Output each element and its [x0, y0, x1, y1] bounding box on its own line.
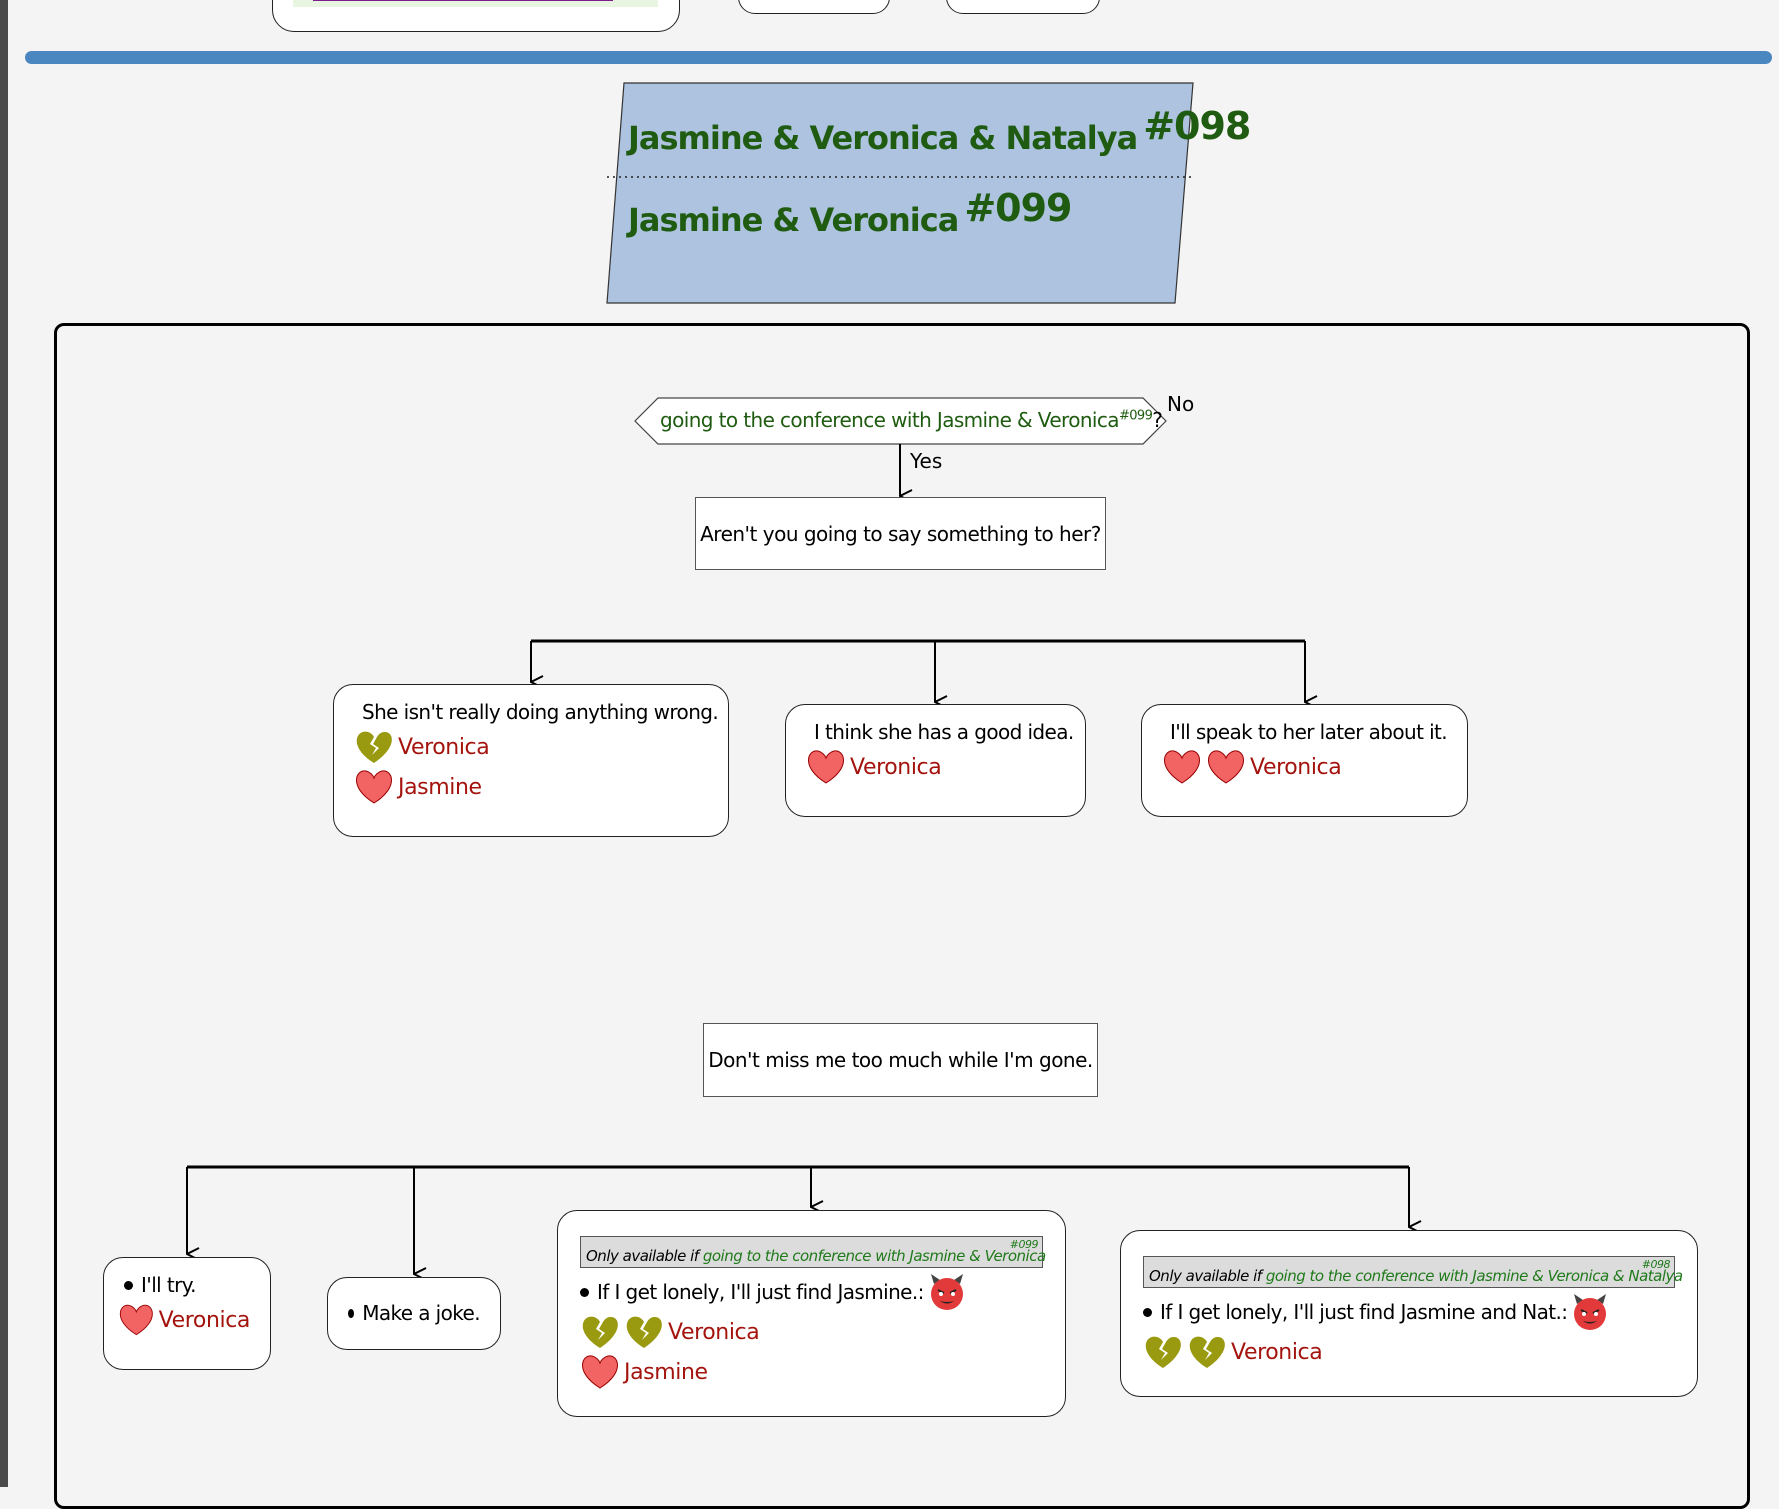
requirement-prefix: Only available if — [1149, 1267, 1262, 1285]
choice-option: I think she has a good idea. — [806, 717, 1074, 747]
choice-option: If I get lonely, I'll just find Jasmine … — [1143, 1292, 1675, 1332]
requirement-tag: #099 — [1009, 1238, 1039, 1251]
effect-row: Jasmine — [580, 1352, 1043, 1392]
choice-2-2[interactable]: Make a joke. — [327, 1277, 501, 1350]
banner-line-2-text: Jasmine & Veronica — [628, 201, 959, 239]
choice-2-1[interactable]: I'll try. Veronica — [103, 1257, 271, 1370]
banner-line-2: Jasmine & Veronica#099 — [628, 186, 1073, 240]
requirement-text: going to the conference with Jasmine & V… — [702, 1247, 1046, 1265]
requirement-prefix: Only available if — [586, 1247, 699, 1265]
choice-2-3[interactable]: Only available if going to the conferenc… — [557, 1210, 1066, 1417]
choice-text: I'll try. — [141, 1273, 196, 1297]
requirement-tag: #098 — [1641, 1258, 1671, 1271]
bullet — [1143, 1307, 1152, 1317]
bullet — [348, 1308, 355, 1318]
choice-text: She isn't really doing anything wrong. — [362, 700, 719, 724]
left-edge — [0, 0, 8, 1487]
effect-row: Veronica — [354, 727, 708, 767]
choice-text: I'll speak to her later about it. — [1170, 720, 1448, 744]
effect-name: Jasmine — [398, 774, 482, 800]
broken-heart-icon — [356, 731, 392, 763]
requirement-text: going to the conference with Jasmine & V… — [1265, 1267, 1683, 1285]
previous-node-underline — [313, 0, 613, 1]
effect-name: Veronica — [850, 754, 942, 780]
condition-suffix: ? — [1152, 408, 1163, 432]
heart-icon — [582, 1355, 618, 1389]
effect-row: Veronica — [118, 1300, 250, 1340]
choice-1-2[interactable]: I think she has a good idea. Veronica — [785, 704, 1086, 817]
choice-option: She isn't really doing anything wrong. — [354, 697, 719, 727]
condition-text: going to the conference with Jasmine & V… — [660, 408, 1120, 432]
devil-face-icon — [930, 1274, 963, 1310]
effect-name: Jasmine — [624, 1359, 708, 1385]
effect-row: Veronica — [1162, 747, 1447, 787]
effect-row: Veronica — [580, 1312, 1043, 1352]
choice-option: Make a joke. — [348, 1298, 481, 1328]
devil-face-icon — [1574, 1294, 1607, 1330]
section-divider — [25, 51, 1772, 64]
requirement-box: Only available if going to the conferenc… — [1143, 1256, 1683, 1288]
choice-2-4[interactable]: Only available if going to the conferenc… — [1120, 1230, 1698, 1397]
effect-row: Veronica — [1143, 1332, 1675, 1372]
banner-line-2-tag: #099 — [964, 186, 1072, 230]
requirement-box: Only available if going to the conferenc… — [580, 1236, 1046, 1268]
effect-row: Jasmine — [354, 767, 708, 807]
no-label: No — [1167, 392, 1195, 416]
effect-name: Veronica — [158, 1307, 251, 1333]
heart-icon — [1164, 750, 1200, 784]
choice-text: I think she has a good idea. — [814, 720, 1074, 744]
heart-icon — [1208, 750, 1244, 784]
effect-row: Veronica — [806, 747, 1065, 787]
previous-node — [272, 0, 680, 32]
condition-hexagon — [634, 397, 1167, 445]
yes-label: Yes — [910, 449, 943, 473]
previous-node-highlight — [293, 0, 658, 7]
effect-name: Veronica — [398, 734, 490, 760]
banner-line-1-tag: #098 — [1143, 104, 1251, 148]
choice-1-1[interactable]: She isn't really doing anything wrong. V… — [333, 684, 729, 837]
heart-icon — [119, 1304, 153, 1336]
choice-text: If I get lonely, I'll just find Jasmine.… — [597, 1280, 924, 1304]
bullet — [580, 1287, 589, 1297]
broken-heart-icon — [626, 1316, 662, 1348]
heart-icon — [808, 750, 844, 784]
heart-icon — [356, 770, 392, 804]
broken-heart-icon — [1189, 1336, 1225, 1368]
broken-heart-icon — [1145, 1336, 1181, 1368]
choice-option: I'll speak to her later about it. — [1162, 717, 1448, 747]
choice-option: If I get lonely, I'll just find Jasmine.… — [580, 1272, 1043, 1312]
effect-name: Veronica — [1250, 754, 1342, 780]
bullet — [124, 1280, 133, 1290]
dialogue-node-1: Aren't you going to say something to her… — [695, 497, 1106, 570]
effect-name: Veronica — [668, 1319, 760, 1345]
broken-heart-icon — [582, 1316, 618, 1348]
choice-1-3[interactable]: I'll speak to her later about it. Veroni… — [1141, 704, 1468, 817]
effect-name: Veronica — [1231, 1339, 1323, 1365]
choice-option: I'll try. — [124, 1270, 250, 1300]
condition-tag: #099 — [1118, 408, 1153, 424]
section-banner-shape — [606, 82, 1194, 304]
banner-line-1-text: Jasmine & Veronica & Natalya — [628, 119, 1138, 157]
condition-label: going to the conference with Jasmine & V… — [660, 408, 1163, 432]
banner-line-1: Jasmine & Veronica & Natalya#098 — [628, 104, 1251, 158]
choice-text: If I get lonely, I'll just find Jasmine … — [1160, 1300, 1568, 1324]
dialogue-node-2: Don't miss me too much while I'm gone. — [703, 1023, 1098, 1097]
choice-text: Make a joke. — [362, 1301, 480, 1325]
